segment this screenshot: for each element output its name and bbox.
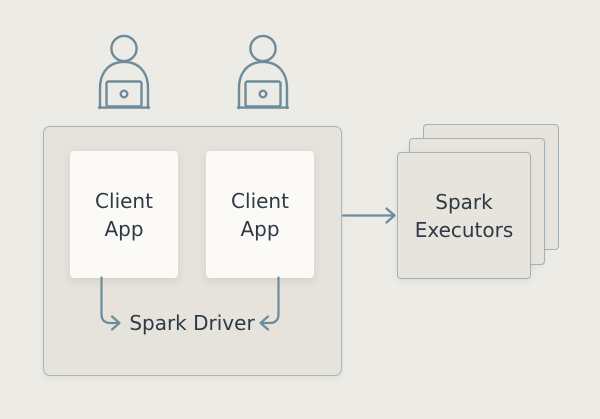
client-app-label: Client App <box>231 188 289 241</box>
spark-executors-label: Spark Executors <box>414 189 514 242</box>
driver-to-executors-arrow <box>341 207 396 224</box>
spark-executors-node: Spark Executors <box>397 152 531 279</box>
person-at-laptop-icon <box>236 34 290 110</box>
client-app-node: Client App <box>206 151 314 278</box>
person-at-laptop-icon <box>97 34 151 110</box>
client-app-node: Client App <box>70 151 178 278</box>
spark-driver-label: Spark Driver <box>129 311 255 335</box>
client-app-label: Client App <box>95 188 153 241</box>
